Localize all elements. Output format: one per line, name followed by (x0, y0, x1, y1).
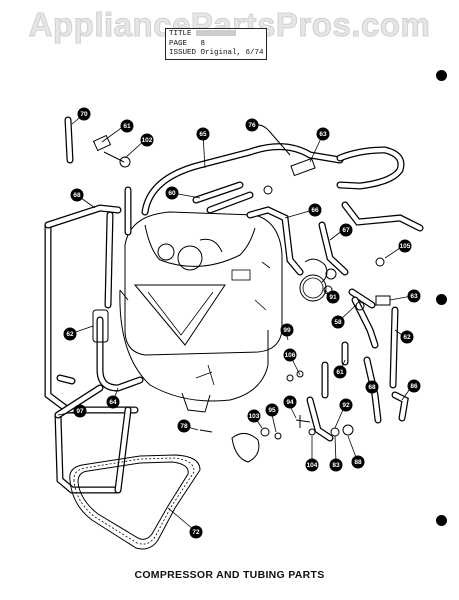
page-label: PAGE (169, 39, 188, 48)
issued-label: ISSUED (169, 49, 197, 57)
tubing-lines (44, 116, 424, 442)
callout-label: 65 (199, 131, 207, 138)
callout-106: 106 (283, 348, 297, 362)
page-value: 8 (200, 39, 206, 48)
title-line: TITLE (169, 30, 263, 40)
callout-78: 78 (177, 419, 191, 433)
callout-103: 103 (247, 409, 261, 423)
callout-label: 66 (311, 207, 319, 214)
compressor-body (119, 211, 283, 413)
callout-label: 64 (109, 399, 117, 406)
callout-label: 95 (268, 407, 276, 414)
callout-62: 62 (400, 330, 414, 344)
callout-72: 72 (189, 525, 203, 539)
callout-label: 78 (180, 423, 188, 430)
callout-76: 76 (245, 118, 259, 132)
callout-92: 92 (339, 398, 353, 412)
callout-label: 94 (286, 399, 294, 406)
callout-label: 104 (307, 462, 318, 469)
callout-68: 68 (70, 188, 84, 202)
drive-belt (69, 454, 201, 550)
callout-label: 105 (400, 243, 411, 250)
callout-105: 105 (398, 239, 412, 253)
page-line: PAGE 8 (169, 40, 263, 50)
callout-91: 91 (326, 290, 340, 304)
callout-63: 63 (407, 289, 421, 303)
mounting-bracket (54, 384, 132, 494)
callout-label: 61 (123, 123, 131, 130)
callout-104: 104 (305, 458, 319, 472)
callout-label: 102 (142, 137, 153, 144)
callout-label: 99 (283, 327, 291, 334)
callout-label: 72 (192, 529, 200, 536)
callout-label: 60 (168, 190, 176, 197)
callout-65: 65 (196, 127, 210, 141)
title-value-redacted (196, 30, 237, 37)
callout-label: 76 (248, 122, 256, 129)
callout-86: 86 (407, 379, 421, 393)
binder-hole-middle (436, 294, 447, 305)
callout-61: 61 (333, 365, 347, 379)
callout-label: 63 (319, 131, 327, 138)
callout-66: 66 (308, 203, 322, 217)
callout-97: 97 (73, 404, 87, 418)
callout-83: 83 (329, 458, 343, 472)
diagram-caption: COMPRESSOR AND TUBING PARTS (134, 569, 325, 581)
callout-63: 63 (316, 127, 330, 141)
callout-label: 63 (410, 293, 418, 300)
callout-102: 102 (140, 133, 154, 147)
callout-label: 68 (368, 384, 376, 391)
callout-99: 99 (280, 323, 294, 337)
callout-label: 67 (342, 227, 350, 234)
issued-value: Original, 6/74 (200, 49, 264, 57)
title-label: TITLE (169, 30, 192, 38)
callout-label: 86 (410, 383, 418, 390)
callout-label: 88 (354, 459, 362, 466)
callout-label: 61 (336, 369, 344, 376)
callout-68: 68 (365, 380, 379, 394)
callout-label: 70 (80, 111, 88, 118)
callout-67: 67 (339, 223, 353, 237)
callout-88: 88 (351, 455, 365, 469)
binder-hole-bottom (436, 515, 447, 526)
callout-62: 62 (63, 327, 77, 341)
callout-label: 91 (329, 294, 337, 301)
callout-95: 95 (265, 403, 279, 417)
callout-58: 58 (331, 315, 345, 329)
callout-layer: 70 61 102 65 76 63 60 66 67 68 62 64 105 91 63 58 62 99 10… (63, 107, 421, 539)
binder-hole-top (436, 70, 447, 81)
callout-label: 106 (285, 352, 296, 359)
callout-label: 68 (73, 192, 81, 199)
callout-label: 83 (332, 462, 340, 469)
callout-70: 70 (77, 107, 91, 121)
callout-label: 97 (76, 408, 84, 415)
callout-label: 58 (334, 319, 342, 326)
callout-94: 94 (283, 395, 297, 409)
callout-64: 64 (106, 395, 120, 409)
callout-61: 61 (120, 119, 134, 133)
callout-label: 103 (249, 413, 260, 420)
callout-label: 62 (66, 331, 74, 338)
callout-label: 92 (342, 402, 350, 409)
callout-label: 62 (403, 334, 411, 341)
issued-line: ISSUED Original, 6/74 (169, 49, 264, 59)
title-block: TITLE PAGE 8 ISSUED Original, 6/74 (165, 28, 267, 60)
callout-60: 60 (165, 186, 179, 200)
